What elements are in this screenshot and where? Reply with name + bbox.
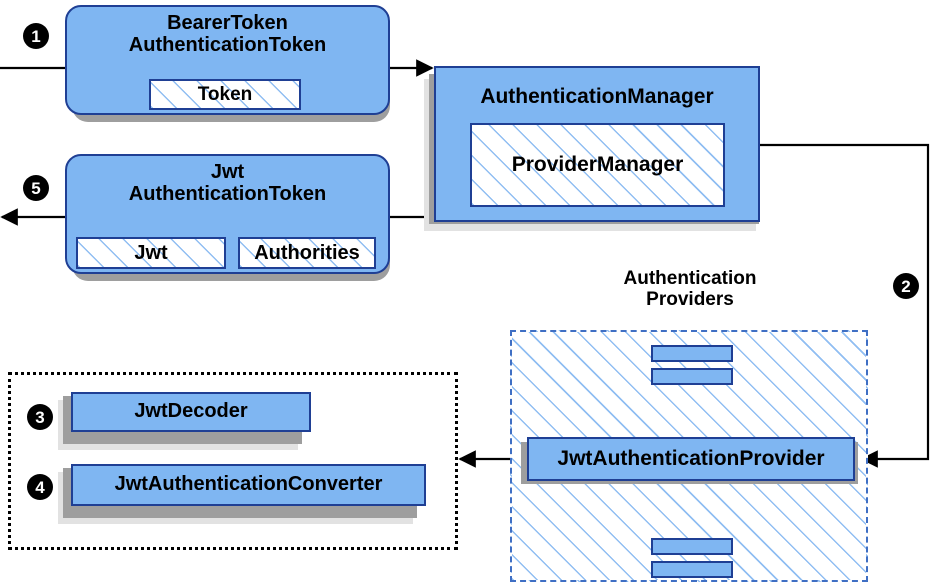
jwt-decoder-node[interactable]: JwtDecoder [71, 392, 311, 432]
jwt-authentication-converter-node[interactable]: JwtAuthenticationConverter [71, 464, 426, 506]
provider-placeholder-bar-bottom-2 [651, 561, 733, 578]
bearer-token-slot-token: Token [149, 79, 301, 110]
jwt-token-line-2: AuthenticationToken [128, 182, 327, 205]
bearer-token-slot-label: Token [197, 83, 253, 105]
step-badge-4-label: 4 [35, 477, 45, 497]
jwt-authentication-converter-label: JwtAuthenticationConverter [114, 473, 383, 496]
jwt-support-container [8, 372, 458, 550]
step-badge-5: 5 [23, 175, 49, 201]
jwt-decoder-label: JwtDecoder [134, 400, 248, 423]
step-badge-5-label: 5 [31, 178, 41, 198]
jwt-authentication-provider-label: JwtAuthenticationProvider [557, 446, 825, 470]
arrow-manager-to-provider [760, 143, 930, 468]
step-badge-1: 1 [23, 23, 49, 49]
jwt-token-slot-jwt-label: Jwt [134, 241, 168, 264]
jwt-authentication-provider-node[interactable]: JwtAuthenticationProvider [527, 437, 855, 481]
jwt-token-slot-authorities: Authorities [238, 237, 376, 269]
providers-title-line2: Providers [646, 289, 734, 311]
provider-placeholder-bar-bottom-1 [651, 538, 733, 555]
step-badge-1-label: 1 [31, 26, 41, 46]
providers-title-line1: Authentication [623, 268, 757, 289]
provider-placeholder-bar-top-2 [651, 368, 733, 385]
step-badge-3: 3 [27, 404, 53, 430]
authentication-providers-title: Authentication Providers [560, 268, 820, 311]
bearer-token-line-1: BearerToken [167, 12, 288, 34]
authentication-manager-slot-provider-manager: ProviderManager [470, 123, 725, 207]
step-badge-3-label: 3 [35, 407, 45, 427]
provider-manager-label: ProviderManager [511, 153, 684, 176]
step-badge-2: 2 [893, 273, 919, 299]
bearer-token-line-2: AuthenticationToken [128, 33, 327, 56]
authentication-manager-title: AuthenticationManager [480, 85, 714, 108]
jwt-token-slot-authorities-label: Authorities [254, 241, 360, 264]
step-badge-4: 4 [27, 474, 53, 500]
jwt-token-slot-jwt: Jwt [76, 237, 226, 269]
step-badge-2-label: 2 [901, 276, 911, 296]
jwt-token-line-1: Jwt [210, 161, 245, 183]
provider-placeholder-bar-top-1 [651, 345, 733, 362]
